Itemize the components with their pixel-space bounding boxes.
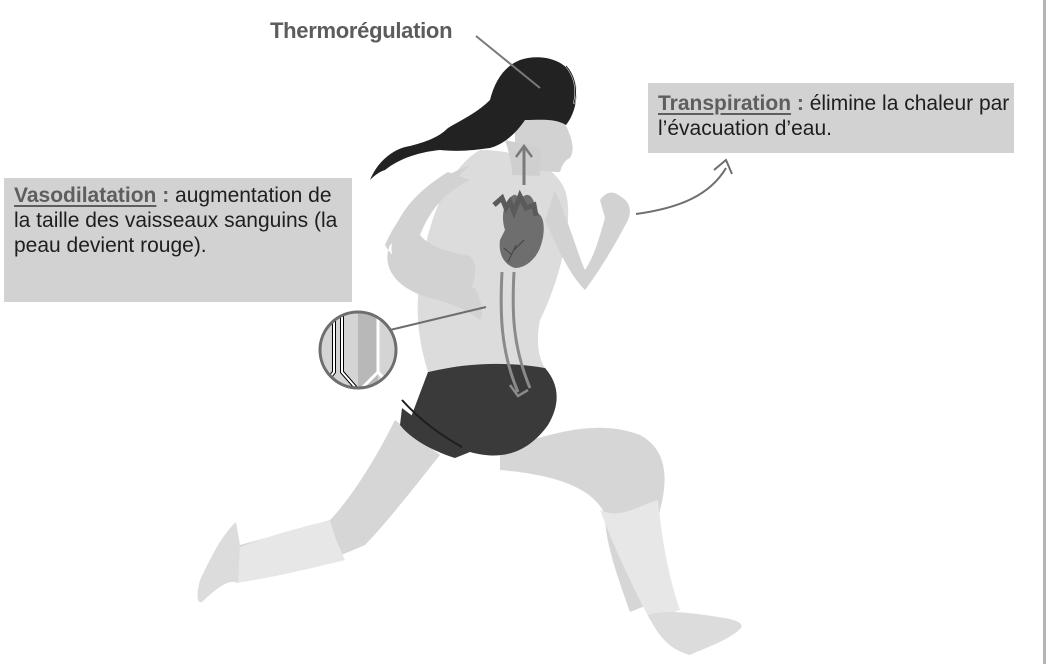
blood-flow-up-arrow-icon [514,143,534,185]
transpiration-term: Transpiration [658,92,792,115]
vasodilatation-term: Vasodilatation [14,184,157,207]
blood-vessel-magnifier-icon [318,310,398,390]
blood-flow-down-arrows-icon [499,271,532,398]
heart-icon [492,189,544,268]
thermoregulation-pointer-line [475,35,541,89]
transpiration-description: élimine la chaleur par l’évacuation d’ea… [658,92,1010,140]
diagram-title: Thermorégulation [270,18,453,43]
vasodilatation-label-box: Vasodilatation : augmentation de la tail… [4,178,352,302]
vasodilatation-pointer-line [389,306,487,331]
head [370,57,577,180]
back-leg [197,420,440,603]
page-border [1043,0,1046,664]
transpiration-arrow-icon [635,158,733,215]
shorts [400,363,557,458]
vasodilatation-description: augmentation de la taille des vaisseaux … [14,184,338,257]
transpiration-label-box: Transpiration : élimine la chaleur par l… [648,83,1014,153]
front-leg [500,427,742,655]
vasodilatation-colon: : [156,184,170,207]
front-arm [545,190,630,290]
transpiration-colon: : [791,92,804,115]
back-arm [385,165,483,320]
